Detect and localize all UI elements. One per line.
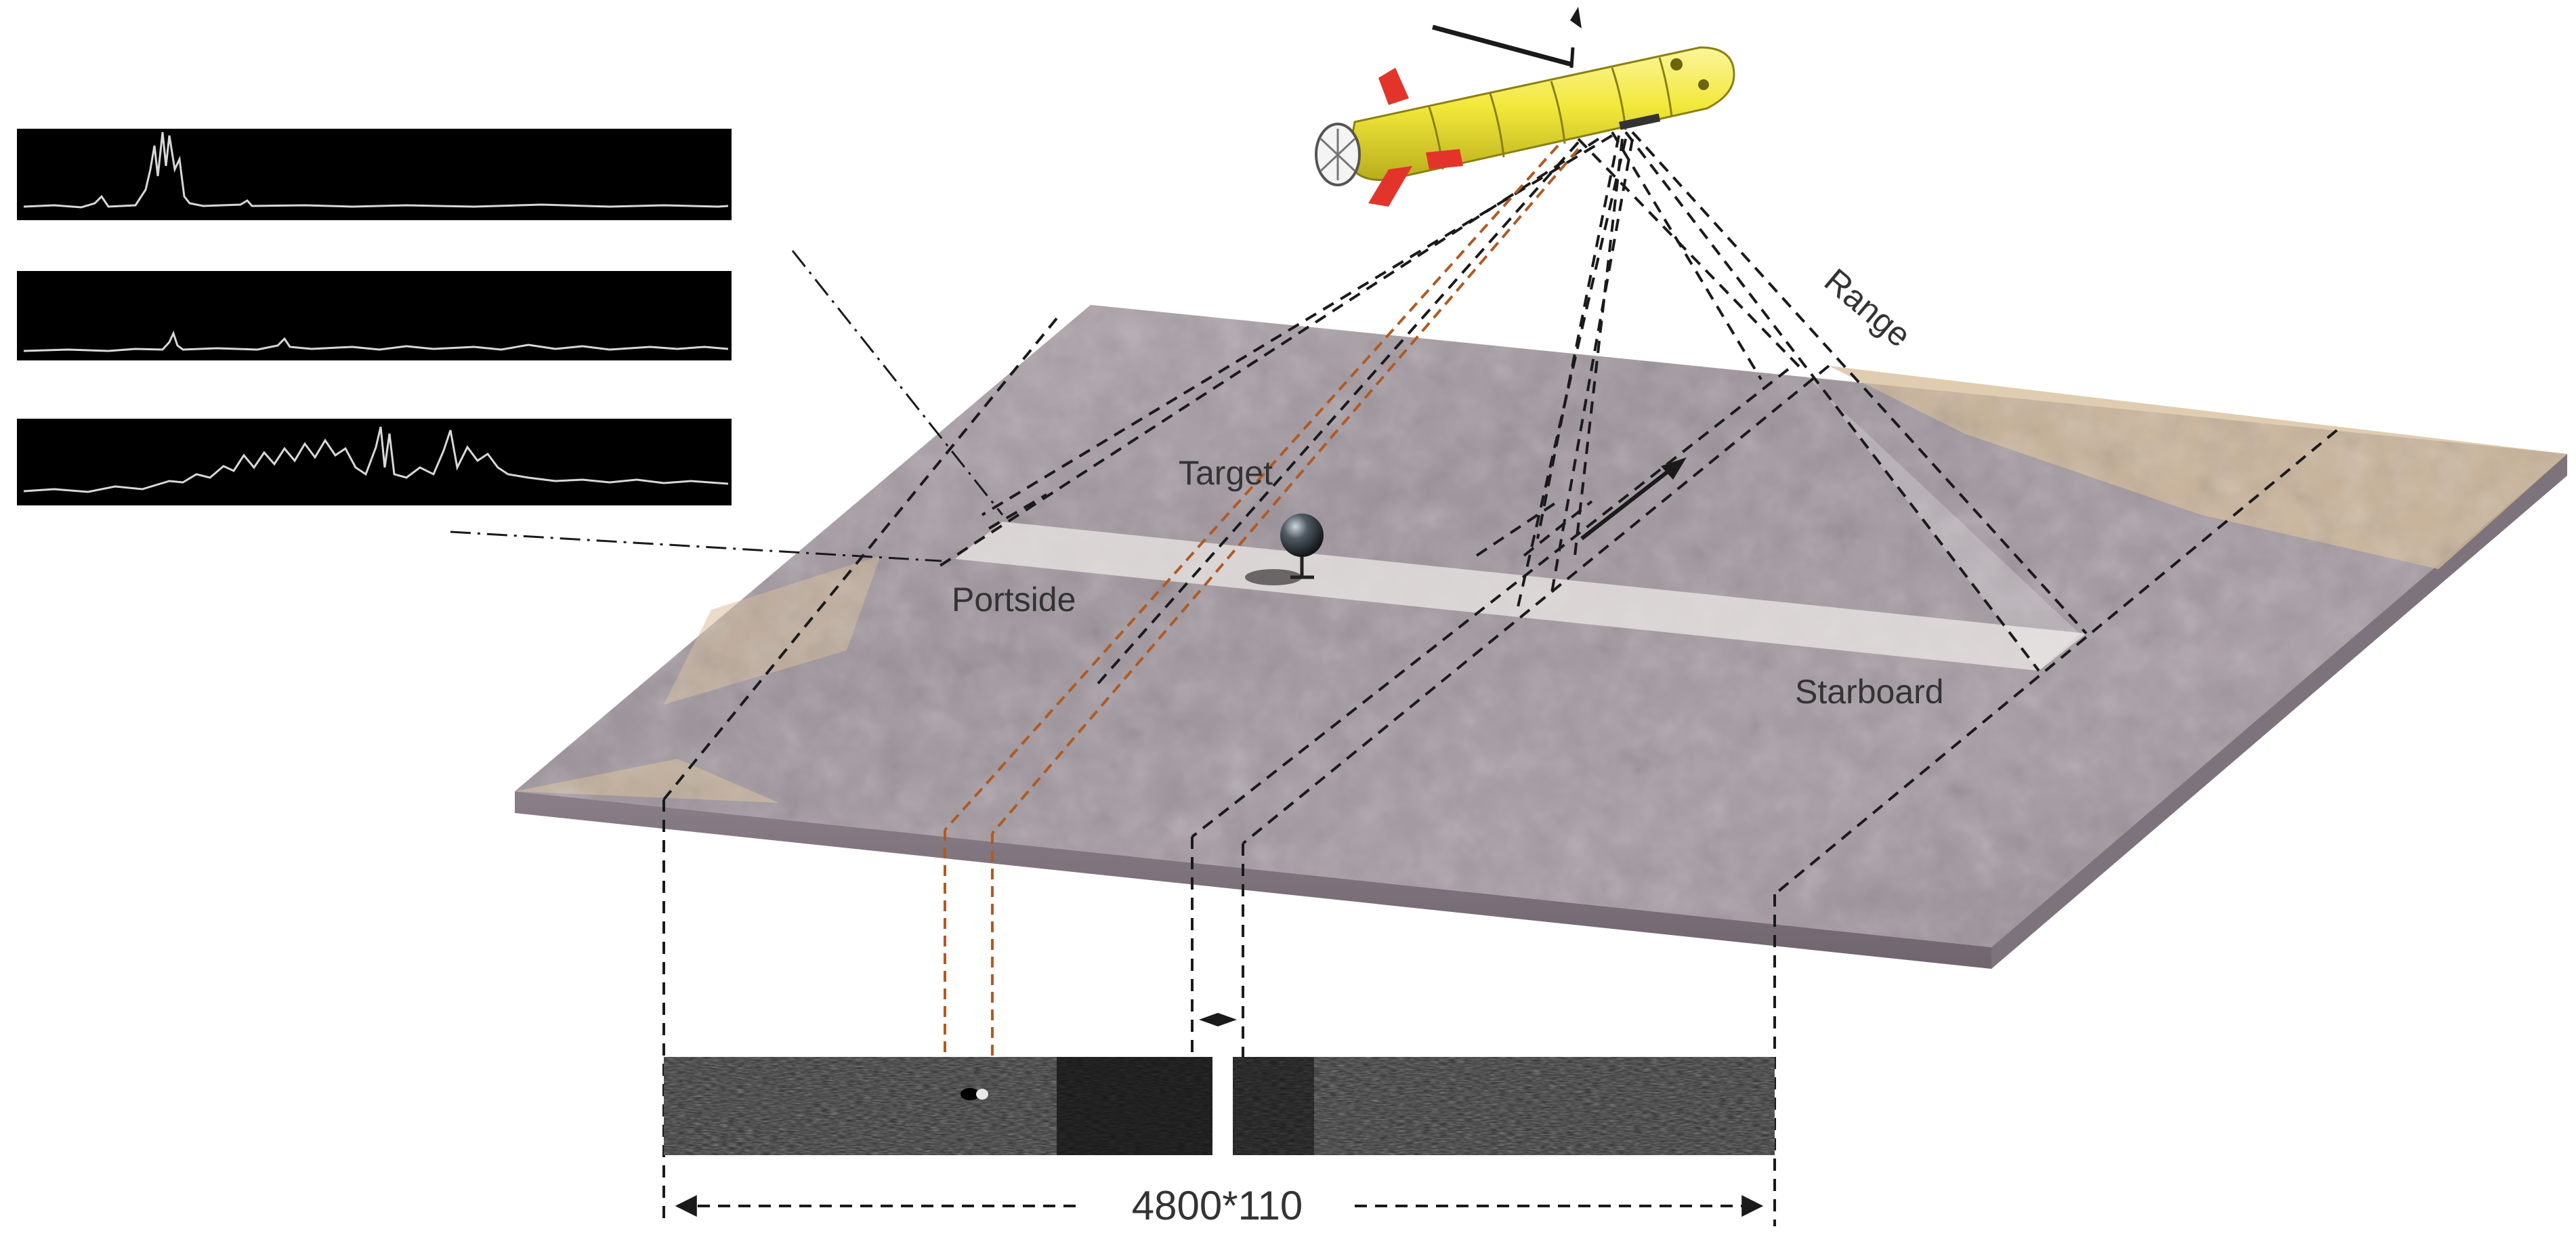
target-echo bbox=[960, 1088, 979, 1100]
sonar-image bbox=[664, 1057, 1775, 1155]
direction-arrow-icon bbox=[1580, 457, 1687, 541]
signal-panel-2 bbox=[17, 271, 732, 360]
seabed-slab bbox=[515, 129, 2567, 969]
target-shadow bbox=[1245, 569, 1302, 585]
starboard-label: Starboard bbox=[1795, 673, 1944, 711]
signal-panel-3 bbox=[17, 419, 732, 505]
seabed-slab-side bbox=[515, 791, 1991, 969]
range-cone bbox=[1619, 129, 2079, 671]
target-label: Target bbox=[1179, 454, 1273, 492]
seabed-texture bbox=[515, 305, 2567, 947]
auv-rear-fin bbox=[1368, 166, 1412, 207]
signal-guide-lines bbox=[450, 250, 1004, 562]
target-echo-lines bbox=[944, 144, 1580, 1081]
auv-top-fin bbox=[1378, 68, 1409, 105]
signal-panel-1 bbox=[17, 129, 732, 220]
dimension-label: 4800*110 bbox=[1132, 1183, 1303, 1228]
auv-vehicle-icon bbox=[1315, 7, 1735, 207]
signal-trace-3 bbox=[23, 426, 729, 493]
signal-trace-2 bbox=[23, 330, 729, 352]
auv-body bbox=[1347, 46, 1735, 182]
portside-label: Portside bbox=[952, 581, 1076, 619]
beam-lines bbox=[662, 131, 2338, 1226]
sphere-target-icon bbox=[1280, 514, 1324, 557]
auv-side-fin bbox=[1426, 149, 1463, 169]
range-label: Range bbox=[1817, 262, 1918, 355]
target-object bbox=[1245, 514, 1324, 585]
signal-trace-1 bbox=[23, 131, 729, 209]
seabed-slab-right-side bbox=[1991, 454, 2567, 969]
diamond-icon bbox=[1199, 1013, 1237, 1026]
